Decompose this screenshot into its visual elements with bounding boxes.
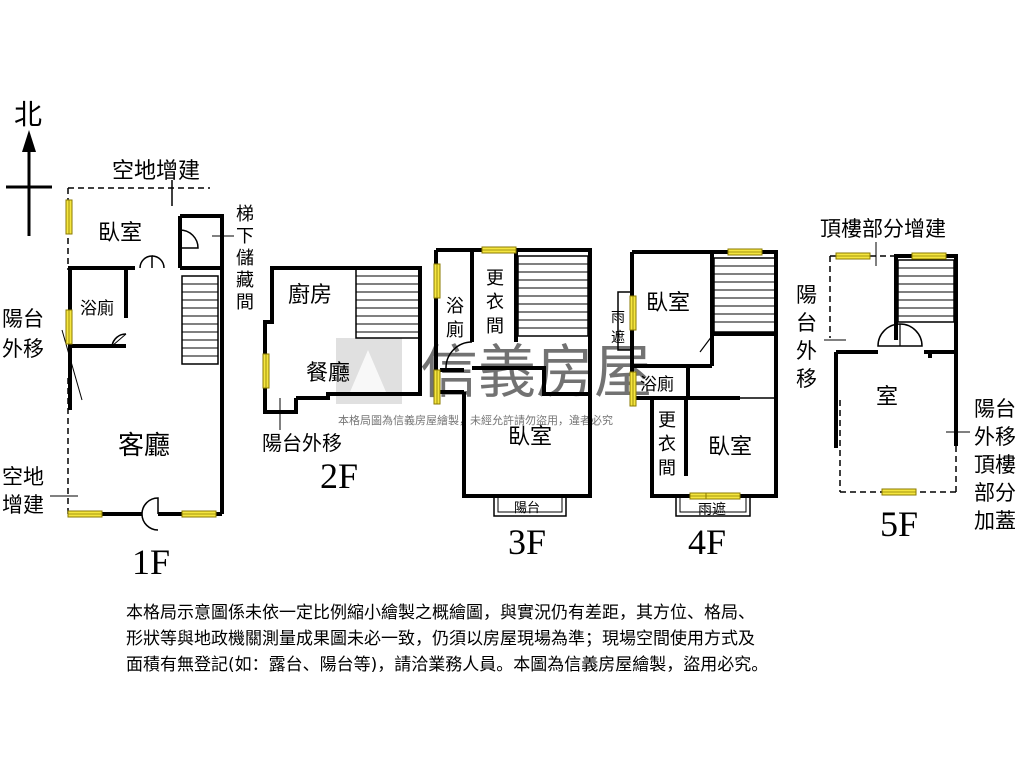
svg-text:藏: 藏: [236, 270, 254, 291]
svg-text:移: 移: [796, 367, 817, 391]
svg-text:外移: 外移: [2, 337, 44, 361]
svg-text:頂樓: 頂樓: [974, 453, 1016, 477]
room-rain-shelter-bottom-4f: 雨遮: [698, 502, 726, 518]
room-room-5f: 室: [876, 385, 898, 410]
floor-label-2f: 2F: [320, 456, 358, 496]
svg-text:儲: 儲: [236, 248, 254, 269]
svg-text:陽台: 陽台: [2, 307, 44, 331]
watermark-notice: 本格局圖為信義房屋繪製，未經允許請勿盜用，違者必究: [338, 413, 613, 427]
floor-label-3f: 3F: [508, 522, 546, 562]
room-bedroom-top-4f: 臥室: [646, 291, 690, 316]
svg-text:下: 下: [236, 226, 254, 247]
svg-text:衣: 衣: [486, 292, 504, 313]
room-dining-2f: 餐廳: [306, 361, 350, 386]
svg-text:衣: 衣: [658, 434, 676, 455]
room-rain-shelter-side-4f: 雨 遮: [611, 310, 625, 346]
note-rooftop-cover-5f: 頂樓 部分 加蓋: [974, 453, 1016, 533]
svg-text:外: 外: [796, 339, 817, 363]
svg-text:廁: 廁: [446, 319, 464, 341]
svg-text:外移: 外移: [974, 425, 1016, 449]
svg-text:浴: 浴: [446, 296, 464, 317]
note-balcony-5f: 陽 台 外 移: [796, 283, 817, 391]
svg-text:間: 間: [486, 316, 504, 337]
disclaimer: 本格局示意圖係未依一定比例縮小繪製之概繪圖，與實況仍有差距，其方位、格局、 形狀…: [126, 600, 926, 678]
north-arrow-icon: [22, 130, 36, 152]
note-rooftop-addition-5f: 頂樓部分增建: [820, 217, 946, 241]
floor-plan: 信義房屋 本格局圖為信義房屋繪製，未經允許請勿盜用，違者必究 北: [2, 98, 1016, 582]
svg-text:更: 更: [658, 410, 676, 431]
note-storage-1f: 梯 下 儲 藏 間: [236, 204, 254, 313]
note-balcony-2f: 陽台外移: [262, 431, 342, 455]
room-balcony-3f: 陽台: [514, 501, 540, 516]
room-bathroom-1f: 浴廁: [80, 298, 114, 319]
svg-text:部分: 部分: [974, 481, 1016, 505]
svg-text:間: 間: [236, 292, 254, 313]
disclaimer-line: 面積有無登記(如：露台、陽台等)，請洽業務人員。本圖為信義房屋繪製，盜用必究。: [126, 655, 769, 675]
svg-text:陽台: 陽台: [974, 397, 1016, 421]
disclaimer-line: 本格局示意圖係未依一定比例縮小繪製之概繪圖，與實況仍有差距，其方位、格局、: [126, 603, 755, 623]
floor-5f: 頂樓部分增建 陽 台 外 移 室 陽台 外移 頂樓 部分 加蓋 5F: [796, 217, 1016, 544]
room-bedroom-3f: 臥室: [508, 425, 552, 450]
room-living-1f: 客廳: [118, 431, 170, 461]
svg-text:陽: 陽: [796, 283, 817, 307]
svg-text:間: 間: [658, 458, 676, 479]
watermark: 信義房屋 本格局圖為信義房屋繪製，未經允許請勿盜用，違者必究: [336, 338, 652, 427]
north-label: 北: [14, 98, 42, 131]
room-bedroom-bottom-4f: 臥室: [708, 435, 752, 460]
floor-label-4f: 4F: [688, 522, 726, 562]
svg-text:加蓋: 加蓋: [974, 509, 1016, 533]
svg-text:梯: 梯: [236, 204, 254, 225]
note-open-space-left-1f: 空地 增建: [2, 465, 44, 517]
north-arrow: 北: [6, 98, 52, 236]
room-bathroom-3f: 浴 廁: [446, 296, 464, 341]
floor-1f: 臥室 浴廁 客廳 空地增建 梯 下 儲 藏 間 陽台 外移 空地 增建 1F: [2, 159, 254, 582]
floor-4f: 臥室 雨 遮 浴廁 更 衣 間 臥室 雨遮 4F: [611, 248, 778, 562]
room-bedroom-1f: 臥室: [98, 221, 142, 246]
floor-label-5f: 5F: [880, 504, 918, 544]
svg-text:雨: 雨: [611, 310, 625, 326]
svg-text:更: 更: [486, 268, 504, 289]
note-balcony-right-5f: 陽台 外移: [974, 397, 1016, 449]
svg-text:空地: 空地: [2, 465, 44, 489]
room-dressing-3f: 更 衣 間: [486, 268, 504, 337]
svg-text:遮: 遮: [611, 330, 625, 346]
disclaimer-line: 形狀等與地政機關測量成果圖未必一致，仍須以房屋現場為準；現場空間使用方式及: [126, 629, 755, 649]
room-dressing-4f: 更 衣 間: [658, 410, 676, 479]
room-bathroom-4f: 浴廁: [640, 374, 674, 395]
svg-text:台: 台: [796, 311, 817, 335]
floor-label-1f: 1F: [132, 542, 170, 582]
note-open-space-top-1f: 空地增建: [112, 159, 200, 184]
floor-2f: 廚房 餐廳 陽台外移 2F: [262, 266, 422, 496]
note-balcony-1f: 陽台 外移: [2, 307, 44, 361]
room-kitchen-2f: 廚房: [288, 283, 332, 308]
floor-3f: 浴 廁 更 衣 間 臥室 陽台 3F: [433, 246, 592, 562]
svg-text:增建: 增建: [2, 493, 44, 517]
